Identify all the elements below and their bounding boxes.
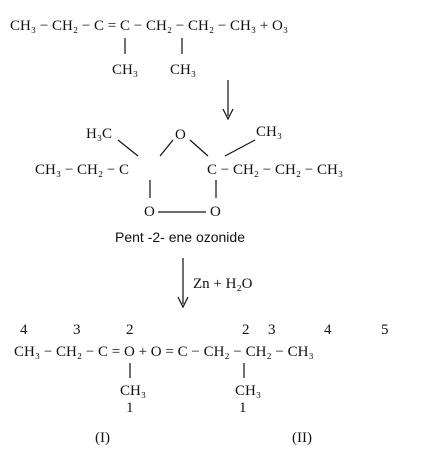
ozonide-bond-o-right-c bbox=[189, 139, 209, 157]
ozonide-ch3-top-right: CH₃ bbox=[256, 124, 282, 140]
ozonide-name: Pent -2- ene ozonide bbox=[115, 229, 245, 245]
products-equation: CH₃ − CH₂ − C = O + O = C − CH₂ − CH₂ − … bbox=[14, 344, 314, 360]
product-label-II: (II) bbox=[292, 430, 312, 446]
reaction-arrow-2-head bbox=[177, 296, 189, 309]
product-II-branch-ch3: CH₃ bbox=[235, 383, 261, 399]
ozonide-bottom-left-oxygen: O bbox=[144, 204, 155, 220]
carbon-number-4-left: 4 bbox=[20, 322, 28, 338]
ozonide-bottom-right-oxygen: O bbox=[210, 204, 221, 220]
reactant-main-formula: CH₃ − CH₂ − C = C − CH₂ − CH₂ − CH₃ + O₃ bbox=[10, 18, 288, 34]
carbon-number-2-left: 2 bbox=[126, 322, 134, 338]
carbon-number-5-right: 5 bbox=[381, 322, 389, 338]
reactant-right-branch-ch3: CH₃ bbox=[170, 62, 196, 78]
carbon-number-3-right: 3 bbox=[268, 322, 276, 338]
ozonide-h3c: H₃C bbox=[86, 126, 112, 142]
reaction-arrow-1-head bbox=[222, 108, 234, 121]
ozonide-left-chain: CH₃ − CH₂ − C bbox=[35, 162, 129, 178]
carbon-number-1-left: 1 bbox=[126, 400, 134, 416]
carbon-number-2-right: 2 bbox=[242, 322, 250, 338]
ozonide-bond-h3c-c bbox=[117, 139, 139, 157]
reactant-left-branch-ch3: CH₃ bbox=[112, 62, 138, 78]
product-I-branch-ch3: CH₃ bbox=[120, 383, 146, 399]
ozonide-bond-left-c-o bbox=[159, 139, 174, 157]
product-label-I: (I) bbox=[95, 430, 110, 446]
carbon-number-4-right: 4 bbox=[324, 322, 332, 338]
carbon-number-3-left: 3 bbox=[73, 322, 81, 338]
reagent-zn-h2o: Zn + H₂O bbox=[193, 276, 253, 292]
carbon-number-1-right: 1 bbox=[239, 400, 247, 416]
ozonide-ring-top-oxygen: O bbox=[175, 127, 186, 143]
ozonide-bond-right-c-ch3 bbox=[224, 139, 256, 157]
ozonide-right-chain: C − CH₂ − CH₂ − CH₃ bbox=[207, 162, 343, 178]
